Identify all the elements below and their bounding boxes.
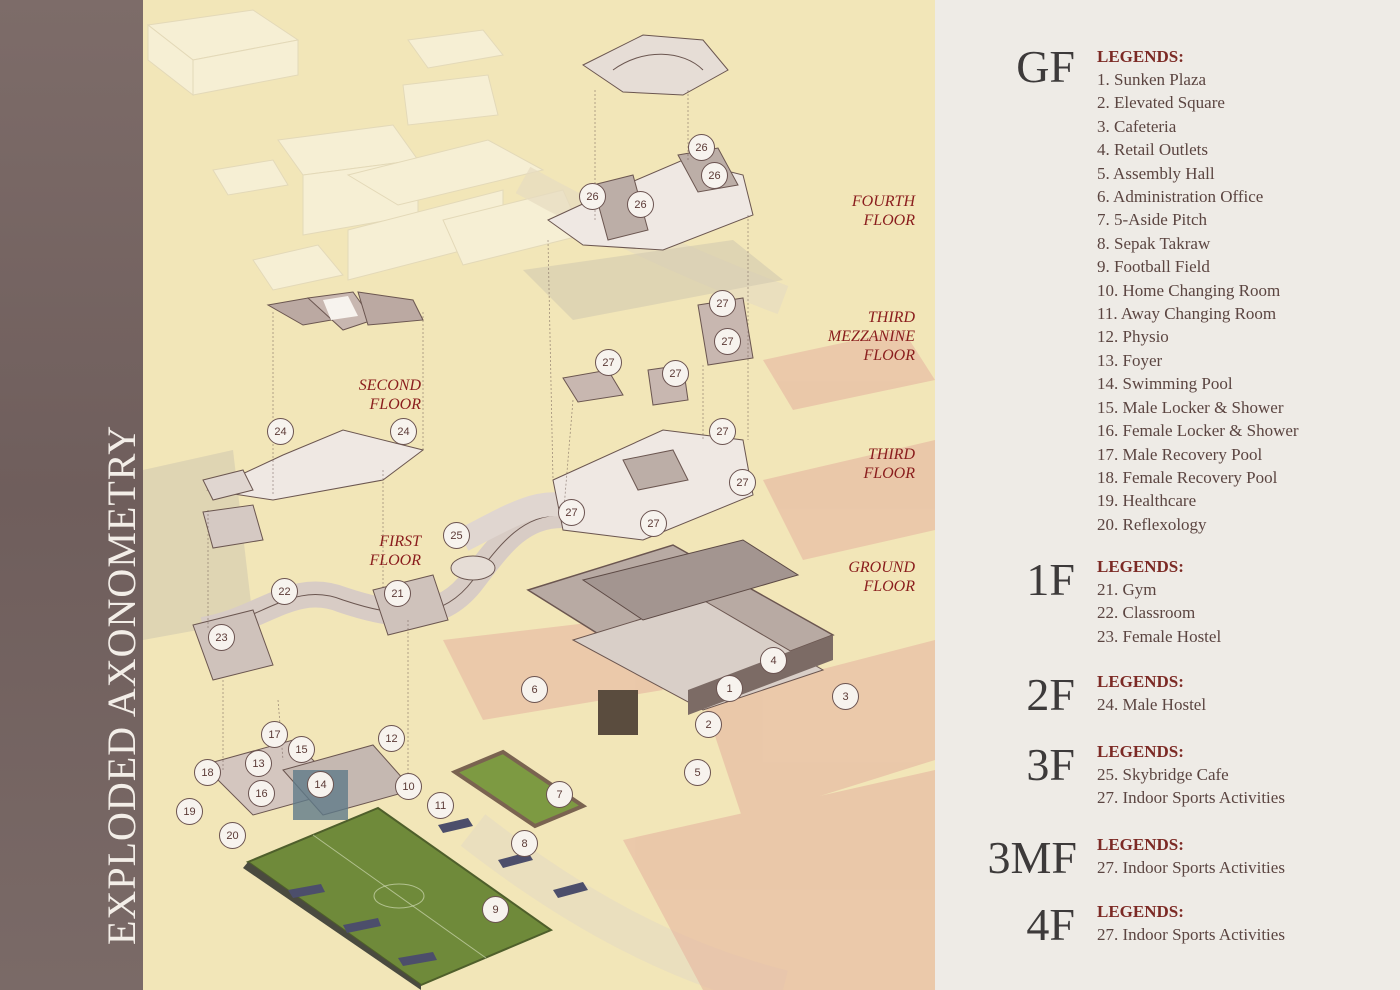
legend-item: 21. Gym	[1097, 580, 1157, 599]
marker-5: 5	[684, 759, 711, 786]
legend-item: 2. Elevated Square	[1097, 93, 1225, 113]
legend-heading: LEGENDS:	[1097, 742, 1184, 761]
marker-8: 8	[511, 830, 538, 857]
marker-23: 23	[208, 624, 235, 651]
floor-label-first: FIRST FLOOR	[369, 533, 421, 569]
marker-19: 19	[176, 798, 203, 825]
legend-item: 7. 5-Aside Pitch	[1097, 210, 1208, 230]
legend-item: 27. Indoor Sports Activities	[1097, 925, 1285, 944]
floor-label-second: SECOND FLOOR	[358, 377, 421, 413]
legend-heading: LEGENDS:	[1097, 672, 1184, 691]
floor-label-third-mezzanine: THIRD MEZZANINE FLOOR	[827, 309, 915, 364]
marker-17: 17	[261, 721, 288, 748]
axonometry-illustration	[143, 9, 935, 990]
legend-item: 11. Away Changing Room	[1097, 304, 1277, 324]
legend-item: 22. Classroom	[1097, 603, 1196, 623]
legend-code-4f: 4F	[1026, 899, 1075, 950]
legend-item: 9. Football Field	[1097, 257, 1210, 277]
marker-1: 1	[716, 675, 743, 702]
marker-27: 27	[709, 290, 736, 317]
legend-item: 1. Sunken Plaza	[1097, 70, 1207, 89]
marker-21: 21	[384, 580, 411, 607]
marker-26: 26	[701, 162, 728, 189]
legend-code-gf: GF	[1016, 41, 1075, 92]
legend-code-3f: 3F	[1026, 739, 1075, 790]
legend-item: 27. Indoor Sports Activities	[1097, 788, 1285, 808]
marker-27: 27	[662, 360, 689, 387]
legend-code-3mf: 3MF	[987, 832, 1077, 883]
legend-3mf: 3MF LEGENDS: 27. Indoor Sports Activitie…	[935, 831, 1400, 891]
marker-4: 4	[760, 647, 787, 674]
legend-panel: GF LEGENDS: 1. Sunken Plaza 2. Elevated …	[935, 0, 1400, 990]
side-band: EXPLODED AXONOMETRY	[0, 0, 144, 990]
marker-26: 26	[579, 183, 606, 210]
legend-item: 27. Indoor Sports Activities	[1097, 858, 1285, 877]
marker-22: 22	[271, 578, 298, 605]
legend-heading: LEGENDS:	[1097, 47, 1184, 66]
legend-item: 20. Reflexology	[1097, 514, 1207, 534]
marker-7: 7	[546, 781, 573, 808]
marker-27: 27	[714, 328, 741, 355]
marker-27: 27	[729, 469, 756, 496]
side-title: EXPLODED AXONOMETRY	[99, 424, 144, 945]
legend-3f: 3F LEGENDS: 25. Skybridge Cafe 27. Indoo…	[935, 738, 1400, 808]
marker-20: 20	[219, 822, 246, 849]
legend-item: 4. Retail Outlets	[1097, 140, 1208, 160]
marker-26: 26	[627, 191, 654, 218]
marker-27: 27	[709, 418, 736, 445]
legend-item: 16. Female Locker & Shower	[1097, 421, 1299, 441]
legend-item: 23. Female Hostel	[1097, 626, 1222, 646]
legend-item: 5. Assembly Hall	[1097, 163, 1215, 183]
floor-label-third: THIRD FLOOR	[863, 446, 915, 482]
marker-11: 11	[427, 792, 454, 819]
axonometric-drawing: FOURTH FLOOR THIRD MEZZANINE FLOOR SECON…	[143, 0, 935, 990]
marker-12: 12	[378, 725, 405, 752]
marker-9: 9	[482, 896, 509, 923]
legend-item: 19. Healthcare	[1097, 491, 1197, 511]
marker-16: 16	[248, 780, 275, 807]
floor-label-ground: GROUND FLOOR	[848, 559, 915, 595]
legend-item: 10. Home Changing Room	[1097, 280, 1281, 300]
marker-24: 24	[267, 418, 294, 445]
marker-27: 27	[640, 510, 667, 537]
legend-item: 17. Male Recovery Pool	[1097, 444, 1263, 464]
marker-27: 27	[595, 349, 622, 376]
marker-13: 13	[245, 750, 272, 777]
legend-code-2f: 2F	[1026, 669, 1075, 720]
legend-heading: LEGENDS:	[1097, 557, 1184, 576]
legend-gf: GF LEGENDS: 1. Sunken Plaza 2. Elevated …	[935, 40, 1400, 540]
marker-25: 25	[443, 522, 470, 549]
legend-item: 12. Physio	[1097, 327, 1169, 347]
legend-item: 24. Male Hostel	[1097, 695, 1207, 714]
legend-item: 18. Female Recovery Pool	[1097, 467, 1278, 487]
marker-3: 3	[832, 683, 859, 710]
legend-item: 15. Male Locker & Shower	[1097, 397, 1284, 417]
legend-item: 3. Cafeteria	[1097, 116, 1177, 136]
marker-24: 24	[390, 418, 417, 445]
legend-4f: 4F LEGENDS: 27. Indoor Sports Activities	[935, 898, 1400, 958]
legend-heading: LEGENDS:	[1097, 902, 1184, 921]
legend-item: 13. Foyer	[1097, 350, 1163, 370]
legend-heading: LEGENDS:	[1097, 835, 1184, 854]
legend-code-1f: 1F	[1026, 554, 1075, 605]
marker-2: 2	[695, 711, 722, 738]
legend-item: 25. Skybridge Cafe	[1097, 765, 1229, 784]
legend-item: 14. Swimming Pool	[1097, 374, 1233, 394]
legend-item: 6. Administration Office	[1097, 187, 1264, 207]
legend-2f: 2F LEGENDS: 24. Male Hostel	[935, 668, 1400, 728]
floor-label-fourth: FOURTH FLOOR	[851, 193, 915, 229]
marker-10: 10	[395, 773, 422, 800]
marker-14: 14	[307, 771, 334, 798]
marker-6: 6	[521, 676, 548, 703]
marker-15: 15	[288, 736, 315, 763]
marker-27: 27	[558, 499, 585, 526]
legend-item: 8. Sepak Takraw	[1097, 233, 1211, 253]
legend-1f: 1F LEGENDS: 21. Gym 22. Classroom 23. Fe…	[935, 553, 1400, 653]
marker-26: 26	[688, 134, 715, 161]
marker-18: 18	[194, 759, 221, 786]
